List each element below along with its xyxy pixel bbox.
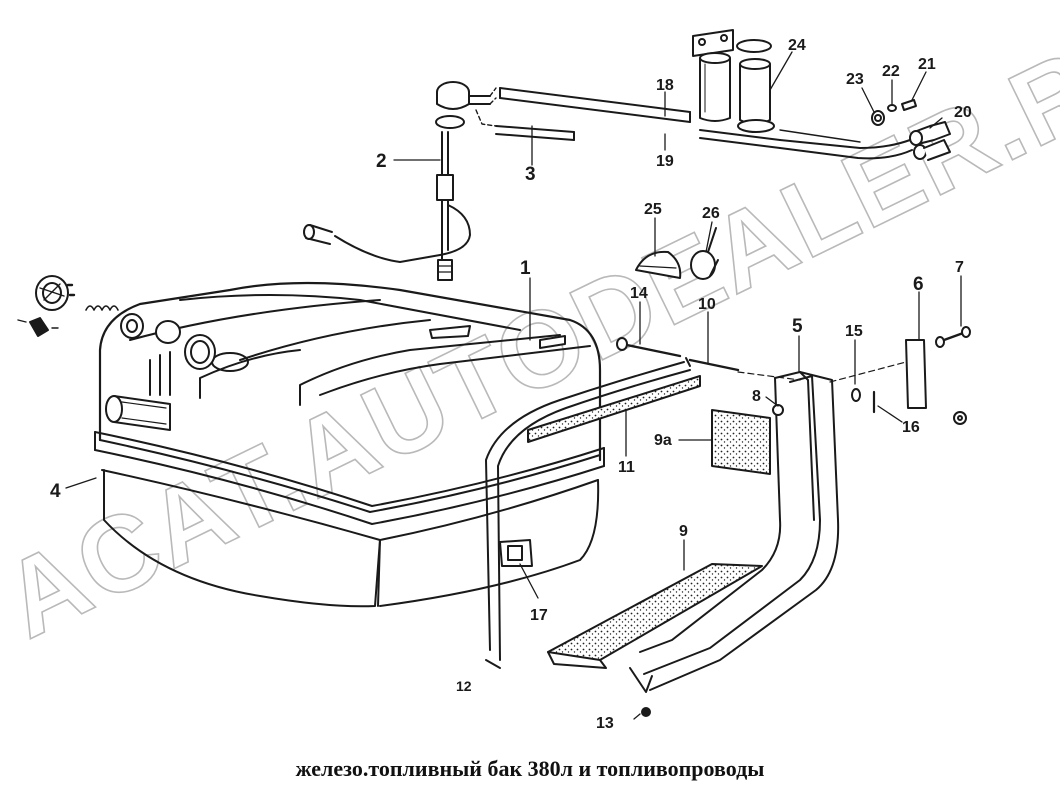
fuel-level-sender — [303, 81, 491, 281]
hardware — [616, 326, 971, 717]
clamp-parts — [635, 227, 719, 280]
callout-18: 18 — [656, 77, 674, 94]
leader-lines — [65, 51, 962, 720]
callout-1: 1 — [520, 258, 531, 279]
tension-strap — [485, 361, 691, 669]
callout-5: 5 — [792, 316, 803, 337]
diagram-caption: железо.топливный бак 380л и топливопрово… — [295, 756, 765, 781]
callout-19: 19 — [656, 153, 674, 170]
callout-12: 12 — [456, 678, 472, 694]
callout-26: 26 — [702, 205, 720, 222]
fuel-tank — [94, 281, 605, 608]
callout-13: 13 — [596, 715, 614, 732]
callout-4: 4 — [50, 481, 61, 502]
callout-25: 25 — [644, 201, 662, 218]
callout-3: 3 — [525, 164, 536, 185]
callout-15: 15 — [845, 323, 863, 340]
callout-11: 11 — [618, 459, 635, 476]
callout-14: 14 — [630, 285, 648, 302]
callout-20: 20 — [954, 104, 972, 121]
callout-22: 22 — [882, 63, 900, 80]
callout-10: 10 — [698, 296, 716, 313]
callout-17: 17 — [530, 607, 548, 624]
callout-2: 2 — [376, 151, 387, 172]
callout-6: 6 — [913, 274, 924, 295]
filler-cap — [17, 275, 181, 344]
callout-24: 24 — [788, 37, 806, 54]
tank-bracket — [629, 371, 840, 693]
callout-labels: 1 2 3 4 5 6 7 8 9 9a 10 11 12 13 14 15 1… — [50, 37, 972, 732]
strap-pads — [527, 375, 771, 669]
callout-23: 23 — [846, 71, 864, 88]
callout-7: 7 — [955, 259, 964, 276]
callout-21: 21 — [918, 56, 936, 73]
callout-9: 9 — [679, 523, 688, 540]
callout-16: 16 — [902, 419, 920, 436]
callout-8: 8 — [752, 388, 761, 405]
fittings — [871, 99, 951, 161]
fuel-lines — [475, 87, 913, 160]
callout-9a: 9a — [654, 432, 672, 449]
fuel-filter — [692, 29, 775, 133]
